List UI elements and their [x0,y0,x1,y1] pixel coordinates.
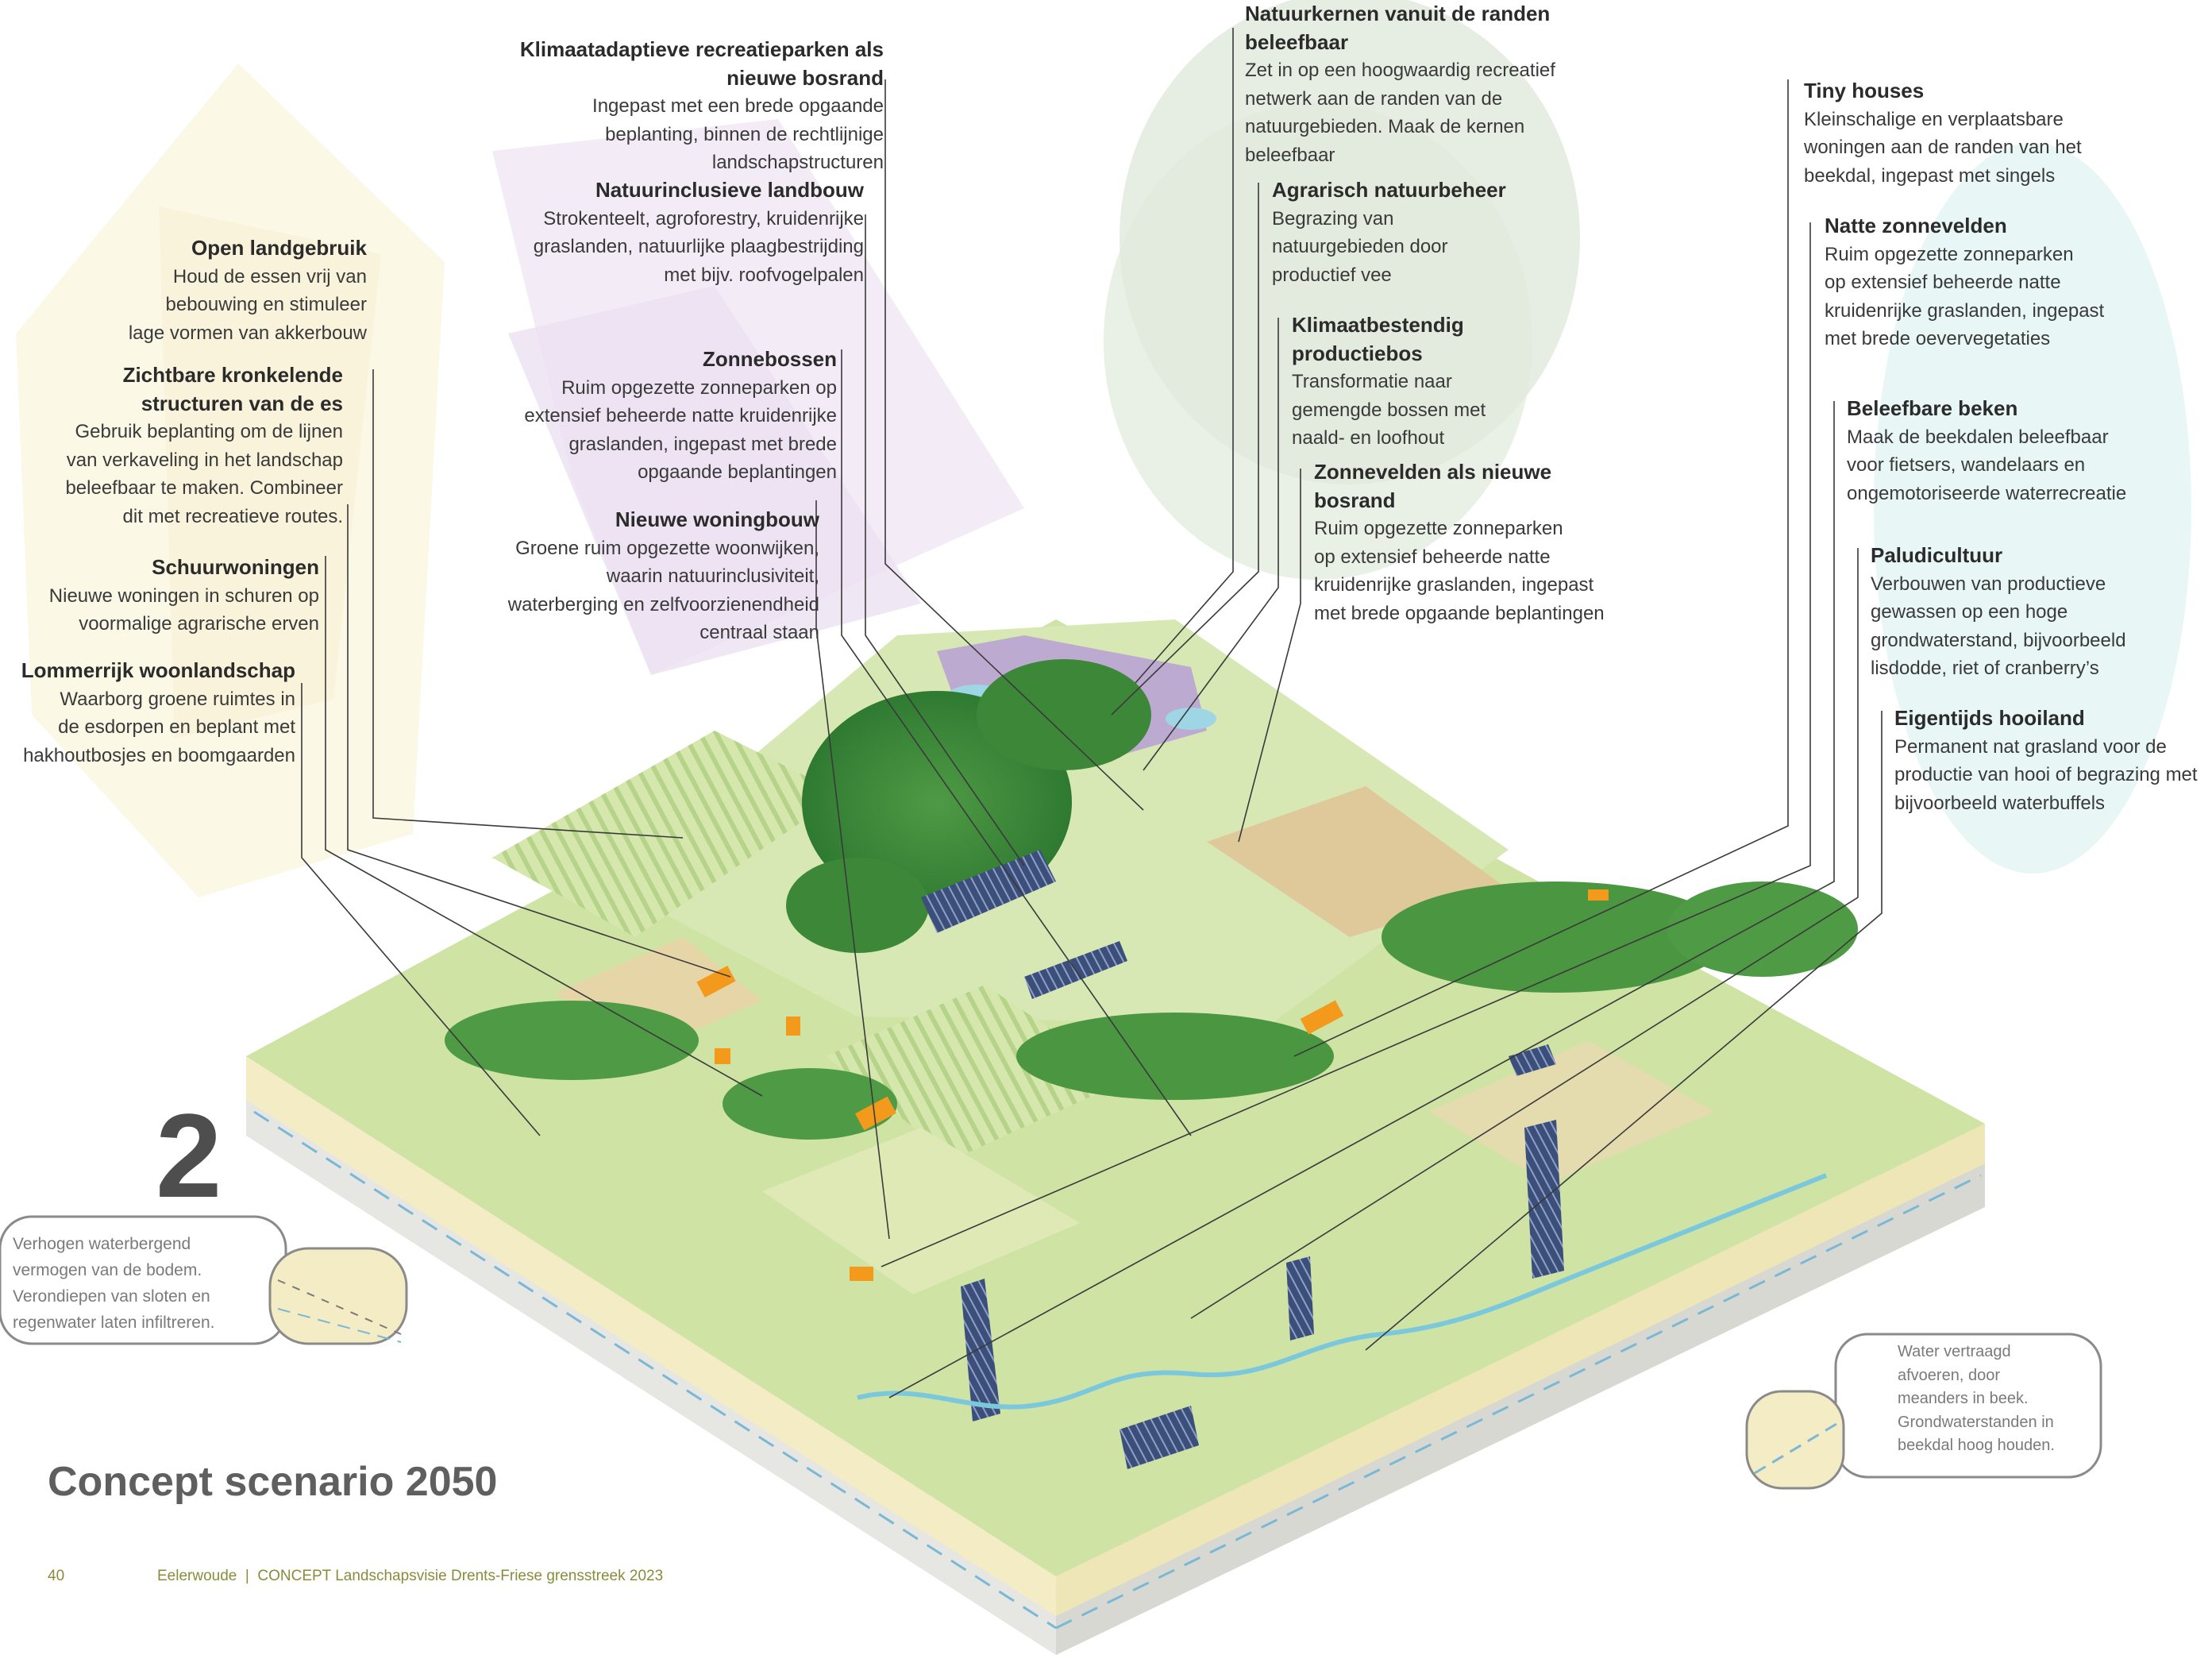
meandering-stream [857,1173,1828,1410]
solar-field-4 [961,1279,1000,1422]
callout-agrarisch-natuurbeheer: Agrarisch natuurbeheer Begrazing van nat… [1272,178,1506,286]
solar-field-1 [921,850,1056,933]
callout-schuurwoningen: Schuurwoningen Nieuwe woningen in schure… [48,555,319,635]
callout-lommerrijk-woonlandschap: Lommerrijk woonlandschap Waarborg groene… [21,658,295,766]
callout-paludicultuur: Paludicultuur Verbouwen van productieve … [1871,543,2126,679]
soil-layer-left [246,1056,1056,1616]
callout-open-landgebruik: Open landgebruik Houd de essen vrij van … [128,236,367,344]
callout-natuurkernen: Natuurkernen vanuit de randen beleefbaar… [1245,2,1555,166]
inset-right-cut [1745,1390,1845,1490]
callout-nieuwe-woningbouw: Nieuwe woningbouw Groene ruim opgezette … [507,507,819,643]
striped-field-1 [492,731,842,937]
bg-blob-green-2 [1104,103,1532,580]
bg-blob-purple-2 [508,286,921,675]
callout-kronkelende-structuren: Zichtbare kronkelende structuren van de … [65,363,343,527]
callout-zonnevelden-bosrand: Zonnevelden als nieuwe bosrand Ruim opge… [1314,460,1605,624]
callout-eigentijds-hooiland: Eigentijds hooiland Permanent nat grasla… [1894,706,2198,814]
inset-left-note: Verhogen waterbergend vermogen van de bo… [13,1235,215,1332]
callout-beleefbare-beken: Beleefbare beken Maak de beekdalen belee… [1847,396,2127,504]
callout-tiny-houses: Tiny houses Kleinschalige en verplaatsba… [1804,79,2082,187]
striped-field-2 [826,985,1127,1159]
inset-left-cut [268,1247,408,1345]
solar-field-6 [1509,1044,1556,1076]
bg-blob-cyan [1874,143,2191,874]
callout-zonnebossen: Zonnebossen Ruim opgezette zonneparken o… [524,347,837,483]
field-tan-2 [1429,1040,1715,1183]
leader-lines [301,28,1883,1398]
inset-right-note: Water vertraagd afvoeren, door meanders … [1898,1343,2055,1454]
footer-page-number: 40 [48,1568,65,1584]
page-title: Concept scenario 2050 [48,1459,498,1505]
striped-field-4 [762,1128,1080,1294]
callout-productiebos: Klimaatbestendig productiebos Transforma… [1292,313,1486,449]
soil-layer-right [1056,1124,1985,1616]
building-orange-1 [696,965,736,998]
scenario-number: 2 [156,1089,222,1222]
solar-field-5 [1119,1406,1199,1469]
callout-recreatieparken: Klimaatadaptieve recreatieparken als nie… [519,37,884,173]
footer-text: Eelerwoude | CONCEPT Landschapsvisie Dre… [157,1568,664,1584]
solar-field-7 [1286,1256,1314,1341]
callout-natte-zonnevelden: Natte zonnevelden Ruim opgezette zonnepa… [1825,214,2105,349]
callout-natuurinclusieve-landbouw: Natuurinclusieve landbouw Strokenteelt, … [533,178,864,286]
forest-right [1382,882,1731,993]
forest-belt [1016,1013,1334,1100]
forest-right-edge [1667,882,1858,977]
forest-left [445,1001,699,1080]
